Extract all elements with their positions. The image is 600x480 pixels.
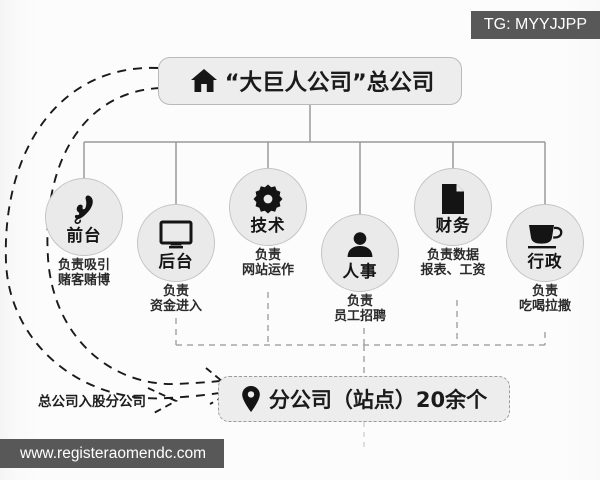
monitor-icon bbox=[159, 218, 193, 252]
person-icon bbox=[345, 228, 375, 262]
branch-offices-label: 分公司（站点）20余个 bbox=[268, 388, 488, 412]
department-circle: 后台 bbox=[137, 204, 215, 282]
caption-line-1: 负责 bbox=[254, 248, 281, 263]
department-node-finance[interactable]: 财务 负责数据 报表、工资 bbox=[414, 168, 492, 278]
caption-line-1: 负责 bbox=[531, 284, 558, 299]
cup-icon bbox=[526, 218, 564, 252]
department-caption: 负责数据 报表、工资 bbox=[414, 248, 492, 278]
caption-line-2: 资金进入 bbox=[149, 299, 202, 315]
caption-line-1: 负责数据 bbox=[426, 248, 479, 263]
department-node-front-desk[interactable]: 前台 负责吸引 赌客赌博 bbox=[45, 178, 123, 288]
caption-line-1: 负责 bbox=[346, 294, 373, 309]
department-caption: 负责 吃喝拉撒 bbox=[506, 284, 584, 314]
caption-line-2: 赌客赌博 bbox=[57, 273, 110, 289]
headquarters-box[interactable]: “大巨人公司”总公司 bbox=[158, 57, 462, 105]
department-node-technology[interactable]: 技术 负责 网站运作 bbox=[229, 168, 307, 278]
website-watermark: www.registeraomendc.com bbox=[0, 439, 225, 468]
department-node-administration[interactable]: 行政 负责 吃喝拉撒 bbox=[506, 204, 584, 314]
department-label: 后台 bbox=[158, 251, 194, 271]
document-icon bbox=[440, 182, 466, 216]
department-label: 技术 bbox=[250, 215, 286, 235]
department-label: 前台 bbox=[66, 225, 102, 245]
equity-annotation: 总公司入股分公司 bbox=[38, 394, 146, 410]
caption-line-2: 报表、工资 bbox=[420, 263, 486, 279]
telegram-watermark: TG: MYYJJPP bbox=[470, 11, 600, 39]
department-circle: 前台 bbox=[45, 178, 123, 256]
home-icon bbox=[190, 68, 218, 94]
caption-line-1: 负责吸引 bbox=[57, 258, 110, 273]
department-label: 人事 bbox=[342, 261, 378, 281]
page-title: “大巨人公司”总公司 bbox=[224, 70, 435, 96]
caption-line-1: 负责 bbox=[162, 284, 189, 299]
department-node-back-office[interactable]: 后台 负责 资金进入 bbox=[137, 204, 215, 314]
department-caption: 负责吸引 赌客赌博 bbox=[45, 258, 123, 288]
arrowhead-lower bbox=[147, 387, 179, 415]
department-caption: 负责 员工招聘 bbox=[321, 294, 399, 324]
caption-line-2: 员工招聘 bbox=[333, 309, 386, 325]
caption-line-2: 网站运作 bbox=[241, 263, 294, 279]
department-circle: 技术 bbox=[229, 168, 307, 246]
department-circle: 人事 bbox=[321, 214, 399, 292]
department-node-human-resources[interactable]: 人事 负责 员工招聘 bbox=[321, 214, 399, 324]
department-caption: 负责 资金进入 bbox=[137, 284, 215, 314]
gear-icon bbox=[252, 182, 284, 216]
phone-icon bbox=[69, 192, 99, 226]
department-label: 行政 bbox=[527, 251, 563, 271]
department-circle: 财务 bbox=[414, 168, 492, 246]
branch-offices-box[interactable]: 分公司（站点）20余个 bbox=[218, 376, 510, 422]
department-caption: 负责 网站运作 bbox=[229, 248, 307, 278]
caption-line-2: 吃喝拉撒 bbox=[518, 299, 571, 315]
location-pin-icon bbox=[241, 385, 261, 413]
department-circle: 行政 bbox=[506, 204, 584, 282]
department-label: 财务 bbox=[435, 215, 471, 235]
